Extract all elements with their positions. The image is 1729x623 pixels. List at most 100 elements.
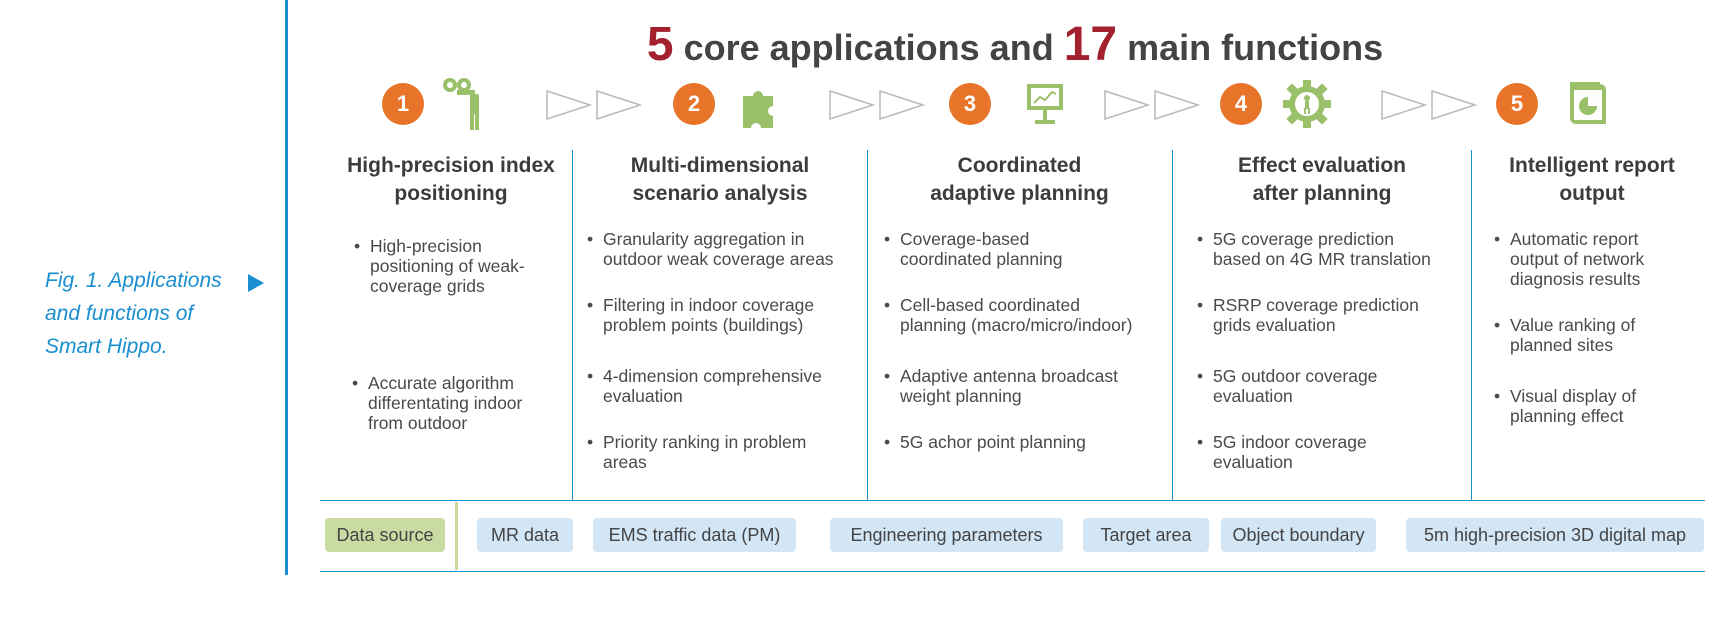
column-title-line: positioning	[394, 182, 508, 205]
list-item: • 5G indoor coverage evaluation	[1197, 432, 1367, 472]
gear-person-icon	[1283, 80, 1331, 128]
caption-line: Smart Hippo.	[45, 335, 168, 358]
list-item: • 4-dimension comprehensive evaluation	[587, 366, 822, 406]
item-line: 5G achor point planning	[900, 432, 1086, 452]
bullet: •	[1494, 229, 1501, 249]
list-item: • Cell-based coordinated planning (macro…	[884, 295, 1133, 335]
column-title: Multi-dimensional scenario analysis	[578, 152, 862, 208]
item-line: Accurate algorithm	[368, 373, 514, 393]
puzzle-icon	[743, 90, 773, 128]
column-title-line: after planning	[1252, 182, 1392, 205]
item-line: Adaptive antenna broadcast	[900, 366, 1118, 386]
item-line: output of network	[1510, 249, 1645, 269]
item-line: evaluation	[1213, 386, 1293, 406]
item-line: Value ranking of	[1510, 315, 1636, 335]
item-line: from outdoor	[368, 413, 468, 433]
data-source-chip: MR data	[477, 518, 573, 552]
bullet: •	[587, 366, 594, 386]
item-line: planning (macro/micro/indoor)	[900, 315, 1133, 335]
list-item: • 5G outdoor coverage evaluation	[1197, 366, 1378, 406]
list-item: • Adaptive antenna broadcast weight plan…	[884, 366, 1118, 406]
column-title-line: Coordinated	[957, 154, 1082, 177]
bullet: •	[1197, 366, 1204, 386]
column-title-line: output	[1559, 182, 1625, 205]
item-line: Cell-based coordinated	[900, 295, 1080, 315]
figure-caption: Fig. 1. Applications and functions of Sm…	[45, 264, 265, 363]
bullet: •	[884, 229, 891, 249]
step-number-1: 1	[382, 83, 424, 125]
column-effect-evaluation: Effect evaluation after planning	[1177, 150, 1467, 500]
column-scenario-analysis: Multi-dimensional scenario analysis	[578, 150, 862, 500]
bullet: •	[884, 432, 891, 452]
item-line: grids evaluation	[1213, 315, 1336, 335]
data-source-chip: Target area	[1083, 518, 1209, 552]
column-divider	[1172, 150, 1173, 500]
column-title-line: Effect evaluation	[1237, 154, 1407, 177]
item-line: High-precision	[370, 236, 482, 256]
item-line: problem points (buildings)	[603, 315, 804, 335]
list-item: • Automatic report output of network dia…	[1494, 229, 1645, 289]
column-title: Intelligent report output	[1476, 152, 1708, 208]
headline-text: core applications and	[673, 27, 1064, 68]
report-chart-icon	[1570, 82, 1606, 124]
item-line: diagnosis results	[1510, 269, 1641, 289]
list-item: • Filtering in indoor coverage problem p…	[587, 295, 814, 335]
item-line: planning effect	[1510, 406, 1624, 426]
data-source-chip: 5m high-precision 3D digital map	[1406, 518, 1704, 552]
caption-line: Fig. 1. Applications	[45, 269, 222, 292]
item-line: Priority ranking in problem	[603, 432, 807, 452]
item-line: evaluation	[1213, 452, 1293, 472]
step-number-5: 5	[1496, 83, 1538, 125]
bullet: •	[884, 366, 891, 386]
item-line: coordinated planning	[900, 249, 1063, 269]
list-item: • High-precision positioning of weak- co…	[354, 236, 525, 296]
data-source-label: Data source	[325, 518, 445, 552]
column-title-line: High-precision index	[347, 154, 555, 177]
step-number-4: 4	[1220, 83, 1262, 125]
item-line: 4-dimension comprehensive	[603, 366, 822, 386]
chevron-double-right-icon	[829, 89, 926, 121]
caption-arrow-icon	[248, 274, 264, 292]
column-index-positioning: High-precision index positioning	[335, 150, 567, 500]
headline: 5 core applications and 17 main function…	[320, 10, 1710, 83]
data-source-chip: Engineering parameters	[830, 518, 1063, 552]
item-line: Granularity aggregation in	[603, 229, 805, 249]
list-item: • Granularity aggregation in outdoor wea…	[587, 229, 834, 269]
item-line: based on 4G MR translation	[1213, 249, 1431, 269]
item-line: Coverage-based	[900, 229, 1030, 249]
data-source-chip: EMS traffic data (PM)	[593, 518, 796, 552]
headline-number-applications: 5	[646, 18, 674, 71]
item-line: evaluation	[603, 386, 683, 406]
bullet: •	[1494, 386, 1501, 406]
caption-line: and functions of	[45, 302, 194, 325]
item-line: RSRP coverage prediction	[1213, 295, 1419, 315]
column-title-line: Intelligent report	[1509, 154, 1675, 177]
item-line: coverage grids	[370, 276, 485, 296]
bullet: •	[1197, 432, 1204, 452]
column-divider	[867, 150, 868, 500]
column-title-line: Multi-dimensional	[630, 154, 810, 177]
item-line: areas	[603, 452, 647, 472]
divider-bottom	[320, 571, 1705, 572]
column-adaptive-planning: Coordinated adaptive planning	[872, 150, 1167, 500]
column-report-output: Intelligent report output	[1476, 150, 1708, 500]
item-line: positioning of weak-	[370, 256, 525, 276]
item-line: 5G outdoor coverage	[1213, 366, 1378, 386]
item-line: Visual display of	[1510, 386, 1637, 406]
item-line: 5G coverage prediction	[1213, 229, 1394, 249]
item-line: differentating indoor	[368, 393, 523, 413]
binoculars-person-icon	[443, 78, 479, 130]
list-item: • Coverage-based coordinated planning	[884, 229, 1063, 269]
step-number-3: 3	[949, 83, 991, 125]
list-item: • Visual display of planning effect	[1494, 386, 1637, 426]
bullet: •	[352, 373, 359, 393]
headline-text: main functions	[1117, 27, 1384, 68]
chevron-double-right-icon	[1381, 89, 1478, 121]
list-item: • 5G coverage prediction based on 4G MR …	[1197, 229, 1431, 269]
list-item: • 5G achor point planning	[884, 432, 1086, 452]
column-title-line: adaptive planning	[930, 182, 1109, 205]
bullet: •	[354, 236, 361, 256]
bullet: •	[1494, 315, 1501, 335]
bullet: •	[587, 432, 594, 452]
column-divider	[572, 150, 573, 500]
